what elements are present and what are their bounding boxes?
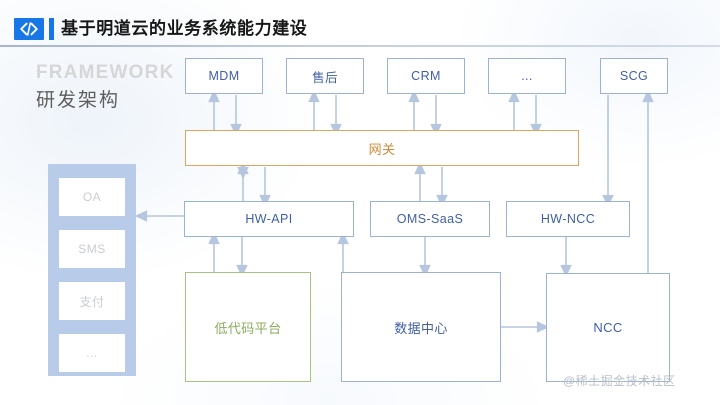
node-hw-api[interactable]: HW-API — [184, 201, 354, 237]
section-caption-cn: 研发架构 — [36, 90, 121, 111]
header-divider — [0, 45, 720, 47]
node-gateway[interactable]: 网关 — [185, 130, 579, 166]
node-oms-saas[interactable]: OMS-SaaS — [370, 201, 490, 237]
node-lowcode-platform[interactable]: 低代码平台 — [185, 272, 311, 382]
code-brackets-icon — [14, 18, 44, 40]
stack-item-more[interactable]: ... — [59, 334, 125, 372]
node-etc[interactable]: ... — [488, 58, 566, 94]
slide-header: 基于明道云的业务系统能力建设 — [0, 0, 720, 47]
node-ncc[interactable]: NCC — [546, 273, 670, 382]
stack-item-sms[interactable]: SMS — [59, 230, 125, 268]
section-caption-en: FRAMEWORK — [36, 62, 175, 83]
node-crm[interactable]: CRM — [387, 58, 465, 94]
stack-item-oa[interactable]: OA — [59, 178, 125, 216]
node-scg[interactable]: SCG — [600, 58, 668, 94]
watermark: @稀土掘金技术社区 — [563, 374, 676, 388]
node-after-sales[interactable]: 售后 — [286, 58, 364, 94]
node-mdm[interactable]: MDM — [185, 58, 263, 94]
header-accent-bar — [49, 18, 54, 40]
node-hw-ncc[interactable]: HW-NCC — [506, 201, 630, 237]
stack-item-pay[interactable]: 支付 — [59, 282, 125, 320]
page-title: 基于明道云的业务系统能力建设 — [61, 19, 308, 38]
node-data-center[interactable]: 数据中心 — [341, 272, 501, 382]
legacy-systems-stack: OA SMS 支付 ... — [48, 164, 136, 376]
